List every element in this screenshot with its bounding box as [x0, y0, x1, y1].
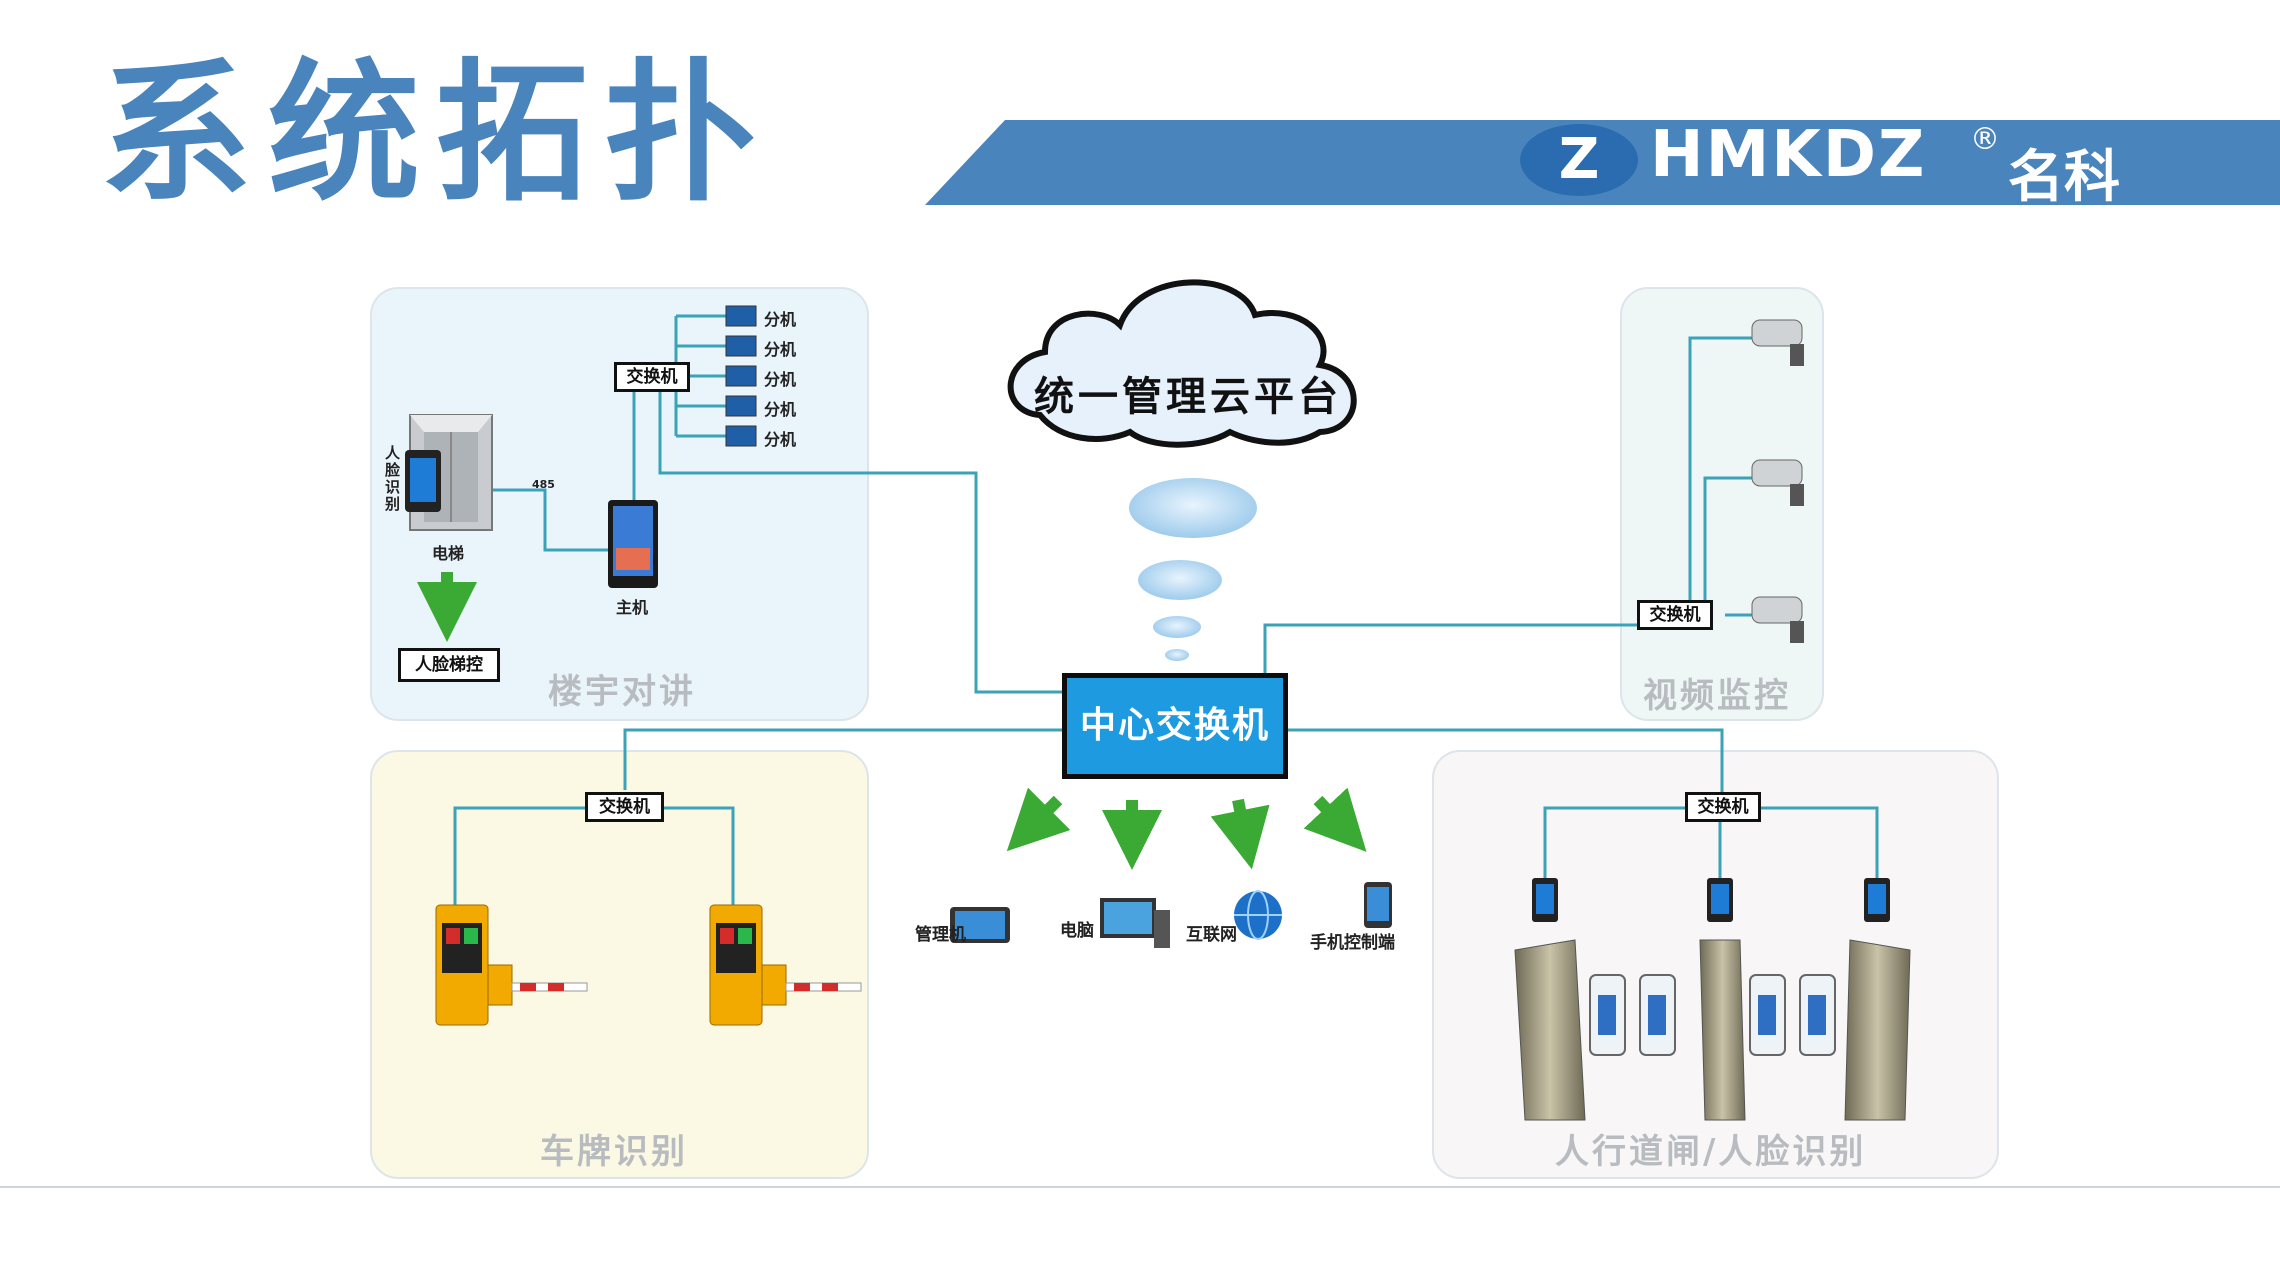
terminal-label: 手机控制端: [1310, 933, 1395, 953]
phone-icon: [1364, 882, 1392, 928]
extension-label: 分机: [764, 400, 797, 419]
brand-chinese-name: 名科: [2008, 145, 2120, 210]
camera-icon: [1751, 319, 1804, 366]
terminal-label: 管理机: [915, 925, 966, 945]
terminal-label: 互联网: [1186, 925, 1237, 945]
intercom-switch: 交换机: [614, 362, 690, 392]
signal-puff: [1153, 616, 1201, 638]
computer-icon: [1100, 898, 1170, 948]
face-terminal-icon: [1707, 878, 1733, 922]
camera-icon: [1751, 459, 1804, 506]
turnstile-icon: [1514, 939, 1911, 1121]
signal-puff: [1138, 560, 1222, 600]
cable-label: 485: [532, 478, 555, 491]
barrier-gate-icon: [435, 904, 588, 1026]
barrier-gate-icon: [709, 904, 862, 1026]
face-terminal-icon: [1864, 878, 1890, 922]
page-title: 系统拓扑: [100, 45, 772, 222]
center-switch: 中心交换机: [1062, 673, 1288, 779]
plate-switch: 交换机: [585, 792, 664, 822]
extension-label: 分机: [764, 430, 797, 449]
signal-puff: [1129, 478, 1257, 538]
face-recognition-terminal-icon: [405, 450, 441, 512]
plate-panel-label: 车牌识别: [540, 1132, 688, 1172]
video-panel-label: 视频监控: [1643, 676, 1791, 716]
face-recognition-label: 人脸识别: [385, 444, 401, 513]
extension-label: 分机: [764, 310, 797, 329]
brand-name: HMKDZ: [1650, 118, 1927, 192]
terminal-label: 电脑: [1060, 921, 1094, 941]
management-terminal-icon: [950, 907, 1010, 943]
host-label: 主机: [616, 598, 649, 617]
cloud-platform-label: 统一管理云平台: [1034, 374, 1342, 420]
cloud-icon: [1007, 279, 1357, 448]
output-arrows: [1006, 787, 1367, 870]
gate-switch: 交换机: [1685, 792, 1761, 822]
host-terminal-icon: [608, 500, 658, 588]
signal-puff: [1165, 649, 1189, 661]
intercom-panel-label: 楼宇对讲: [548, 672, 696, 712]
face-elevator-control: 人脸梯控: [398, 648, 500, 682]
globe-icon: [1234, 890, 1282, 940]
extension-monitors: [725, 305, 757, 447]
extension-label: 分机: [764, 370, 797, 389]
extension-label: 分机: [764, 340, 797, 359]
video-switch: 交换机: [1637, 600, 1713, 630]
gate-panel-label: 人行道闸/人脸识别: [1555, 1132, 1867, 1172]
brand-logo-mark: Z: [1520, 124, 1638, 196]
camera-icon: [1751, 596, 1804, 643]
elevator-label: 电梯: [432, 544, 465, 563]
face-terminal-icon: [1532, 878, 1558, 922]
brand-registered-mark: ®: [1970, 122, 2000, 157]
